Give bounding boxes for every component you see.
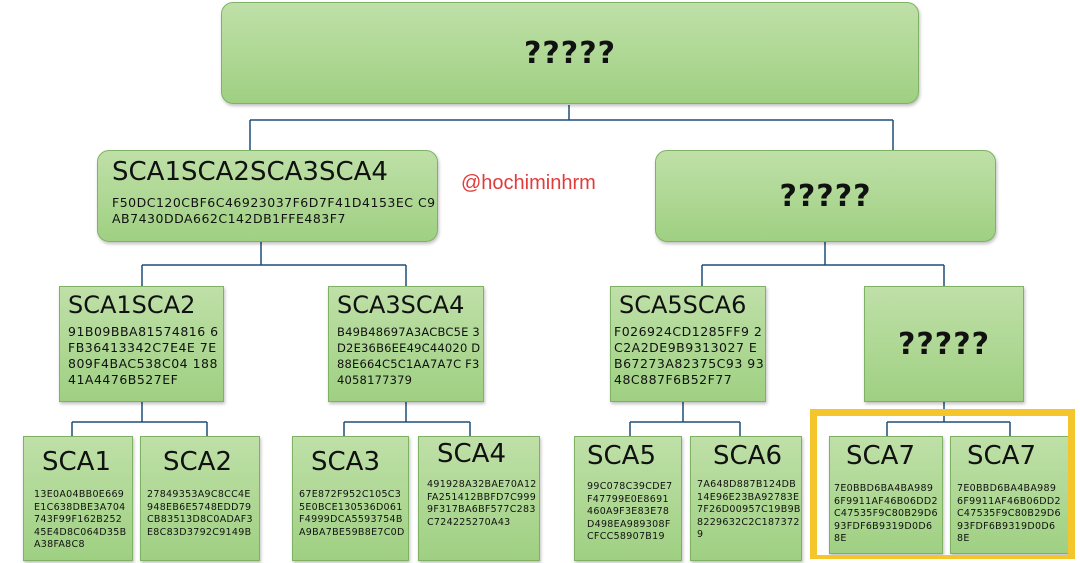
leaf-sca6: SCA6 7A648D887B124DB14E96E23BA92783E7F26… xyxy=(690,436,802,561)
node-title: SCA5SCA6 xyxy=(619,291,747,319)
node-level1-right: ????? xyxy=(655,150,996,242)
leaf-hash: 7A648D887B124DB14E96E23BA92783E7F26D0095… xyxy=(697,479,801,540)
connector-l2-n2 xyxy=(343,402,471,436)
leaf-hash: 27849353A9C8CC4E948EB6E5748EDD79CB83513D… xyxy=(147,489,253,538)
node-sca3-sca4: SCA3SCA4 B49B48697A3ACBC5E 3D2E36B6EE49C… xyxy=(328,286,484,402)
leaf-title: SCA6 xyxy=(713,441,782,471)
leaf-title: SCA2 xyxy=(163,447,232,477)
root-title: ????? xyxy=(523,35,616,71)
connector-l1-left xyxy=(141,242,407,286)
leaf-title: SCA7 xyxy=(967,441,1036,471)
node-title: SCA1SCA2 xyxy=(68,291,196,319)
leaf-hash: 491928A32BAE70A12FA251412BBFD7C9999F317B… xyxy=(427,479,537,528)
node-level2-right: ????? xyxy=(864,286,1024,402)
leaf-hash: 7E0BBD6BA4BA9896F9911AF46B06DD2C47535F9C… xyxy=(957,483,1061,544)
connector-l2-n3 xyxy=(629,402,741,436)
node-hash: F026924CD1285FF9 2C2A2DE9B9313027 EB6727… xyxy=(614,324,765,387)
leaf-title: SCA4 xyxy=(437,439,506,469)
root-node: ????? xyxy=(221,2,919,104)
node-title: SCA3SCA4 xyxy=(337,291,465,319)
leaf-title: SCA1 xyxy=(42,447,111,477)
connector-root xyxy=(249,105,894,150)
connector-l1-right xyxy=(701,242,945,286)
leaf-sca7-left: SCA7 7E0BBD6BA4BA9896F9911AF46B06DD2C475… xyxy=(829,436,943,554)
leaf-sca1: SCA1 13E0A04BB0E669E1C638DBE3A704743F99F… xyxy=(23,436,133,561)
node-title: SCA1SCA2SCA3SCA4 xyxy=(112,157,388,187)
leaf-hash: 13E0A04BB0E669E1C638DBE3A704743F99F162B2… xyxy=(34,489,127,550)
node-hash: B49B48697A3ACBC5E 3D2E36B6EE49C44020 D88… xyxy=(337,325,481,387)
leaf-title: SCA5 xyxy=(587,441,656,471)
node-title: ????? xyxy=(897,326,990,362)
highlight-box xyxy=(810,409,1075,559)
watermark-text: @hochiminhrm xyxy=(461,172,596,194)
leaf-sca2: SCA2 27849353A9C8CC4E948EB6E5748EDD79CB8… xyxy=(140,436,260,561)
node-hash: 91B09BBA81574816 6FB36413342C7E4E 7E809F… xyxy=(68,324,219,387)
node-sca1-sca2: SCA1SCA2 91B09BBA81574816 6FB36413342C7E… xyxy=(59,286,224,402)
leaf-sca4: SCA4 491928A32BAE70A12FA251412BBFD7C9999… xyxy=(418,436,540,561)
node-hash: F50DC120CBF6C46923037F6D7F41D4153EC C9AB… xyxy=(112,195,436,226)
leaf-sca5: SCA5 99C078C39CDE7F47799E0E8691460A9F3E8… xyxy=(574,436,682,561)
node-title: ????? xyxy=(779,178,872,214)
leaf-hash: 7E0BBD6BA4BA9896F9911AF46B06DD2C47535F9C… xyxy=(834,483,938,544)
leaf-sca3: SCA3 67E872F952C105C35E0BCE130536D061F49… xyxy=(292,436,409,561)
leaf-hash: 99C078C39CDE7F47799E0E8691460A9F3E83E78D… xyxy=(587,481,673,542)
leaf-hash: 67E872F952C105C35E0BCE130536D061F4999DCA… xyxy=(299,489,405,538)
leaf-title: SCA7 xyxy=(846,441,915,471)
leaf-title: SCA3 xyxy=(311,447,380,477)
node-sca1-sca4: SCA1SCA2SCA3SCA4 F50DC120CBF6C46923037F6… xyxy=(97,150,438,242)
node-sca5-sca6: SCA5SCA6 F026924CD1285FF9 2C2A2DE9B93130… xyxy=(610,286,766,402)
connector-l2-n1 xyxy=(71,402,208,436)
